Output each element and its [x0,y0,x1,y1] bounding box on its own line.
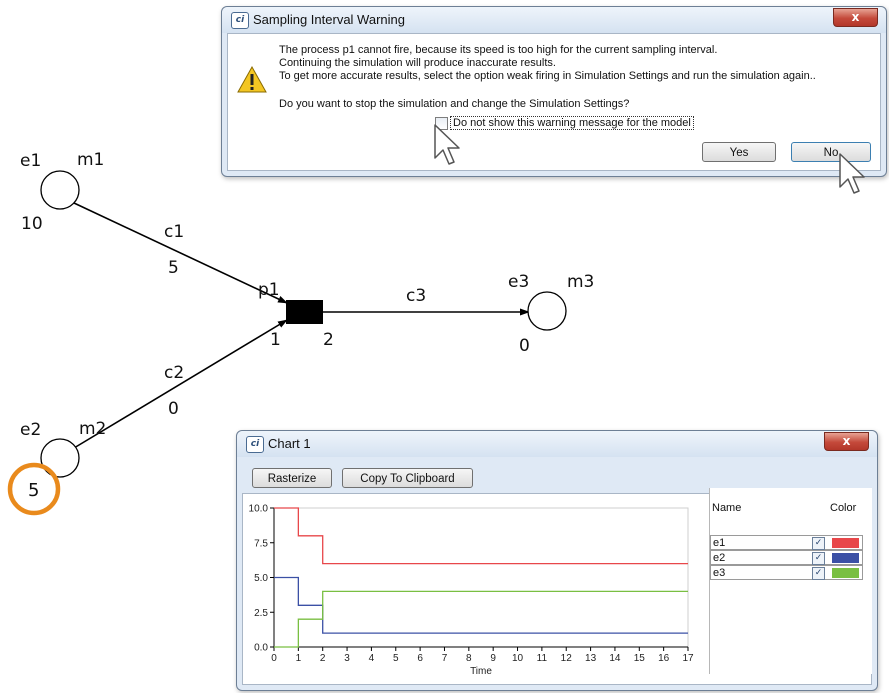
y-tick-label: 5.0 [254,573,268,584]
transition-p1-label: p1 [258,280,280,300]
x-tick-label: 15 [634,653,646,664]
place-e3[interactable] [527,291,567,331]
dont-show-checkbox-label[interactable]: Do not show this warning message for the… [450,116,694,130]
place-e2-model: m2 [79,419,107,439]
legend-checkbox-e2[interactable]: ✓ [812,552,825,565]
warning-line-2: Continuing the simulation will produce i… [279,57,556,69]
place-e2[interactable] [40,438,80,478]
arc-c3-label: c3 [406,286,427,306]
x-tick-label: 17 [682,653,694,664]
place-e2-tokens: 5 [28,480,40,501]
y-tick-label: 0.0 [254,643,268,654]
x-tick-label: 3 [344,653,350,664]
x-tick-label: 6 [417,653,423,664]
x-tick-label: 14 [609,653,621,664]
app-icon: ci [246,436,264,453]
rasterize-button[interactable]: Rasterize [252,468,332,488]
legend-name-header: Name [712,502,742,514]
x-axis-label: Time [470,666,492,677]
place-e1-name: e1 [20,151,42,171]
place-e1-model: m1 [77,150,105,170]
place-e1[interactable] [40,170,80,210]
plot-area [273,507,689,648]
legend-label: e2 [713,552,726,564]
arc-c1-label: c1 [164,222,185,242]
chart-window-title: Chart 1 [268,436,311,451]
app-icon: ci [231,12,249,29]
mouse-pointer-icon [434,124,460,165]
arc-c1[interactable] [73,202,288,304]
arc-c2-label: c2 [164,363,185,383]
x-tick-label: 10 [512,653,524,664]
legend-color-swatch-e1[interactable] [832,538,859,548]
legend-row-e2: e2 ✓ [710,550,863,565]
legend-row-e3: e3 ✓ [710,565,863,580]
place-e3-name: e3 [508,272,530,292]
transition-p1[interactable] [286,300,323,324]
warning-line-3: To get more accurate results, select the… [279,70,816,82]
x-tick-label: 13 [585,653,597,664]
arc-c1-weight: 5 [168,258,179,278]
x-tick-label: 16 [658,653,670,664]
x-tick-label: 0 [271,653,277,664]
no-button[interactable]: No [791,142,871,162]
legend-color-swatch-e2[interactable] [832,553,859,563]
sampling-interval-warning-dialog: ci Sampling Interval Warning x The proce… [221,6,887,177]
series-line-e1 [274,507,688,565]
dialog-title: Sampling Interval Warning [253,12,405,27]
x-tick-label: 1 [296,653,302,664]
legend-color-swatch-e3[interactable] [832,568,859,578]
arc-c2-weight: 0 [168,399,179,419]
legend-label: e3 [713,567,726,579]
warning-icon [237,66,267,93]
token-highlight-ring [7,462,61,516]
x-tick-label: 5 [393,653,399,664]
x-tick-label: 12 [561,653,573,664]
place-e2-name: e2 [20,420,42,440]
x-tick-label: 8 [466,653,472,664]
dialog-body: The process p1 cannot fire, because its … [227,33,881,171]
x-tick-label: 11 [537,653,548,664]
mouse-pointer-icon [839,153,865,194]
transition-in-number: 1 [270,330,281,350]
place-e3-tokens: 0 [519,336,530,356]
warning-question: Do you want to stop the simulation and c… [279,98,630,110]
dont-show-checkbox[interactable] [435,117,448,130]
chart-legend: Name Color e1 ✓ e2 ✓ e3 ✓ [709,488,872,674]
place-e3-model: m3 [567,272,595,292]
legend-checkbox-e3[interactable]: ✓ [812,567,825,580]
transition-out-number: 2 [323,330,334,350]
yes-button[interactable]: Yes [702,142,776,162]
y-tick-label: 7.5 [254,538,268,549]
chart-title-bar[interactable]: ci Chart 1 x [237,431,877,457]
y-tick-label: 2.5 [254,608,268,619]
legend-checkbox-e1[interactable]: ✓ [812,537,825,550]
legend-row-e1: e1 ✓ [710,535,863,550]
chart-close-button[interactable]: x [824,432,869,451]
dialog-title-bar[interactable]: ci Sampling Interval Warning x [222,7,886,33]
arc-c2[interactable] [73,319,288,449]
chart-window: ci Chart 1 x Rasterize Copy To Clipboard… [236,430,878,691]
legend-label: e1 [713,537,726,549]
legend-color-header: Color [830,502,857,514]
series-line-e2 [274,576,688,634]
series-line-e3 [274,590,688,648]
copy-to-clipboard-button[interactable]: Copy To Clipboard [342,468,473,488]
warning-line-1: The process p1 cannot fire, because its … [279,44,718,56]
x-tick-label: 2 [320,653,326,664]
dialog-close-button[interactable]: x [833,8,878,27]
x-tick-label: 9 [490,653,496,664]
y-tick-label: 10.0 [249,504,269,515]
x-tick-label: 4 [369,653,375,664]
place-e1-tokens: 10 [21,214,43,234]
x-tick-label: 7 [442,653,448,664]
